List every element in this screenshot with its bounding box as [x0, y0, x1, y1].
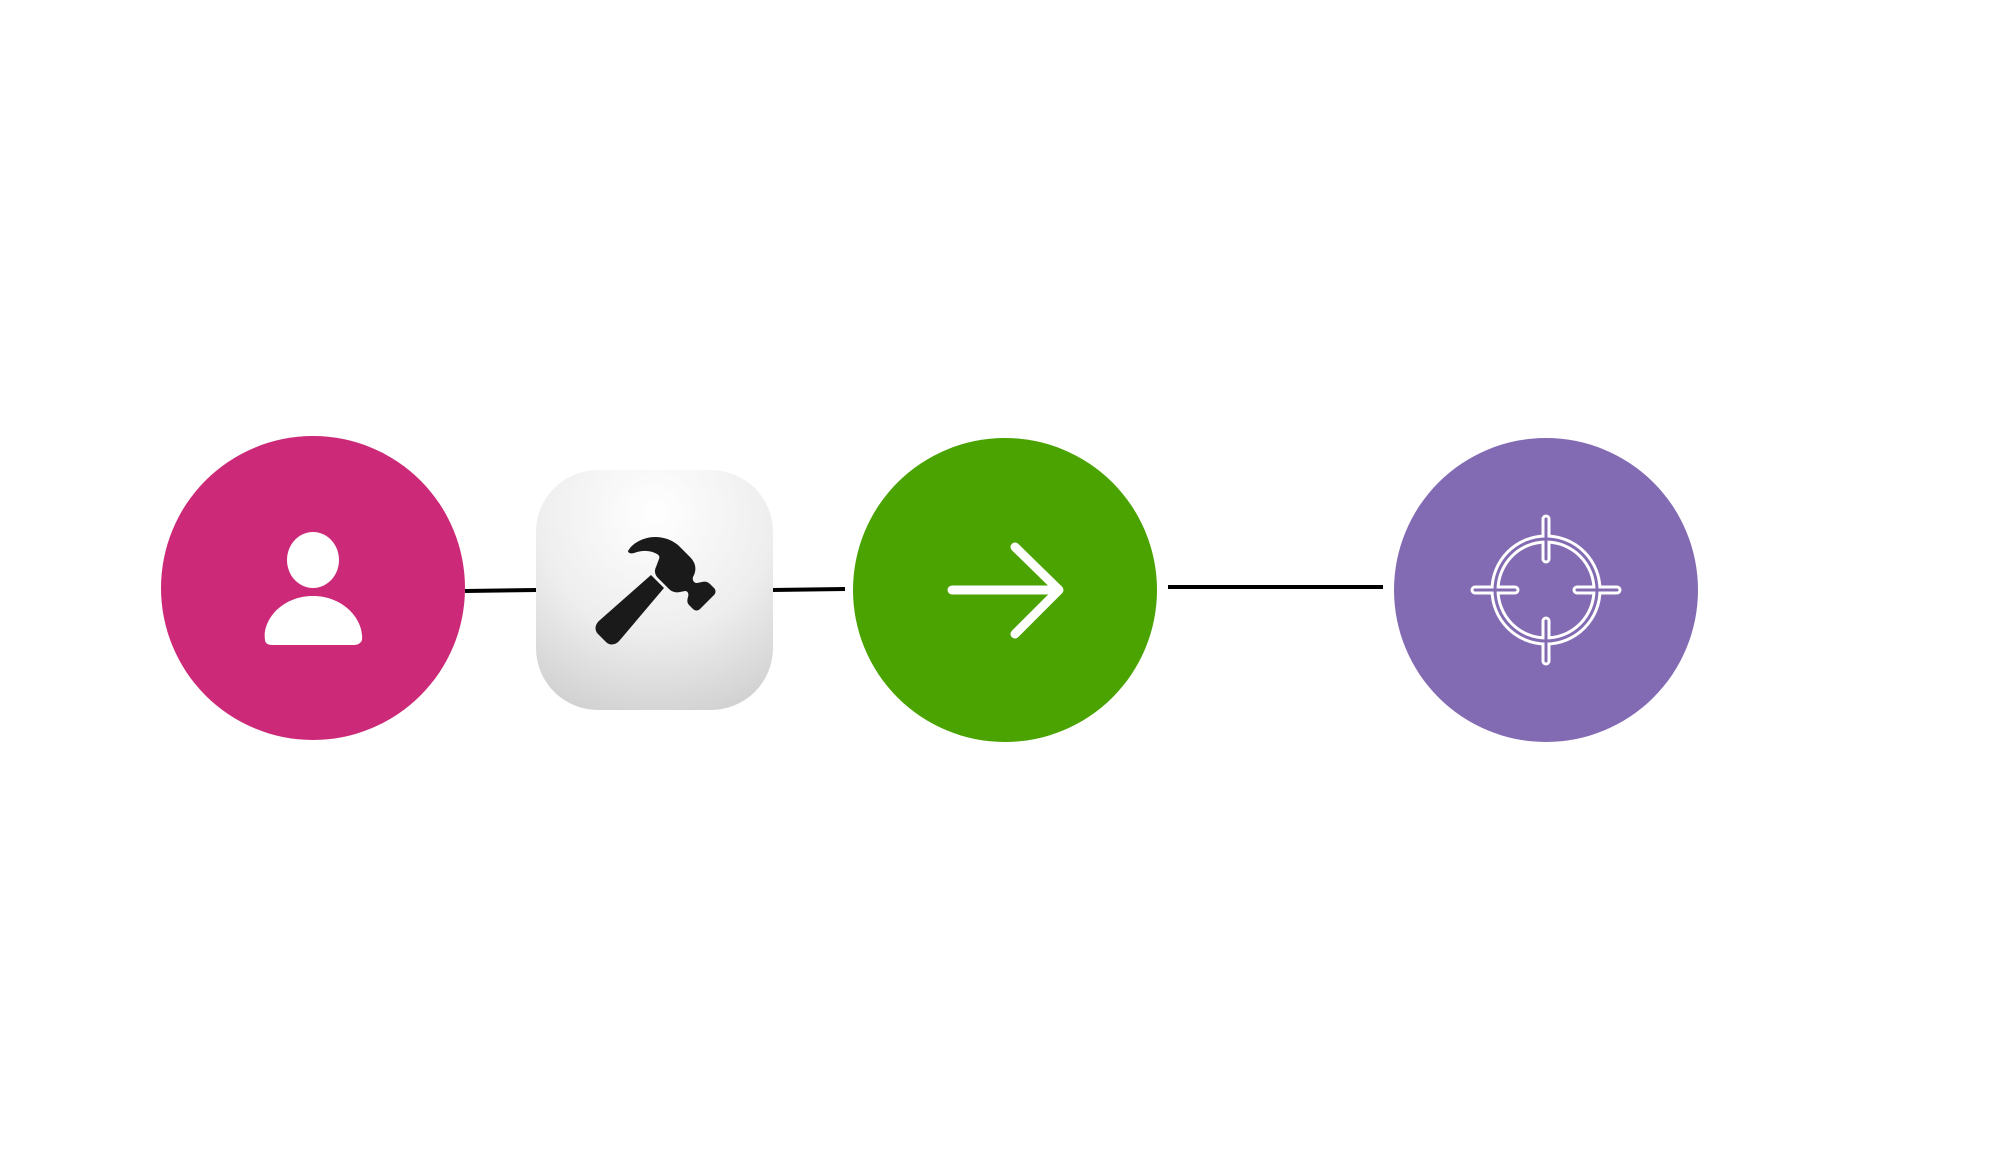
hammer-icon [595, 536, 716, 645]
node-action [853, 438, 1157, 742]
edge-tool-action [771, 587, 846, 592]
arrow-right-icon [947, 542, 1064, 639]
node-tool [536, 470, 773, 710]
node-target-circle [1394, 438, 1698, 742]
node-user [161, 436, 465, 740]
edge-user-tool [464, 588, 538, 593]
person-icon [264, 532, 363, 645]
node-target [1394, 438, 1698, 742]
